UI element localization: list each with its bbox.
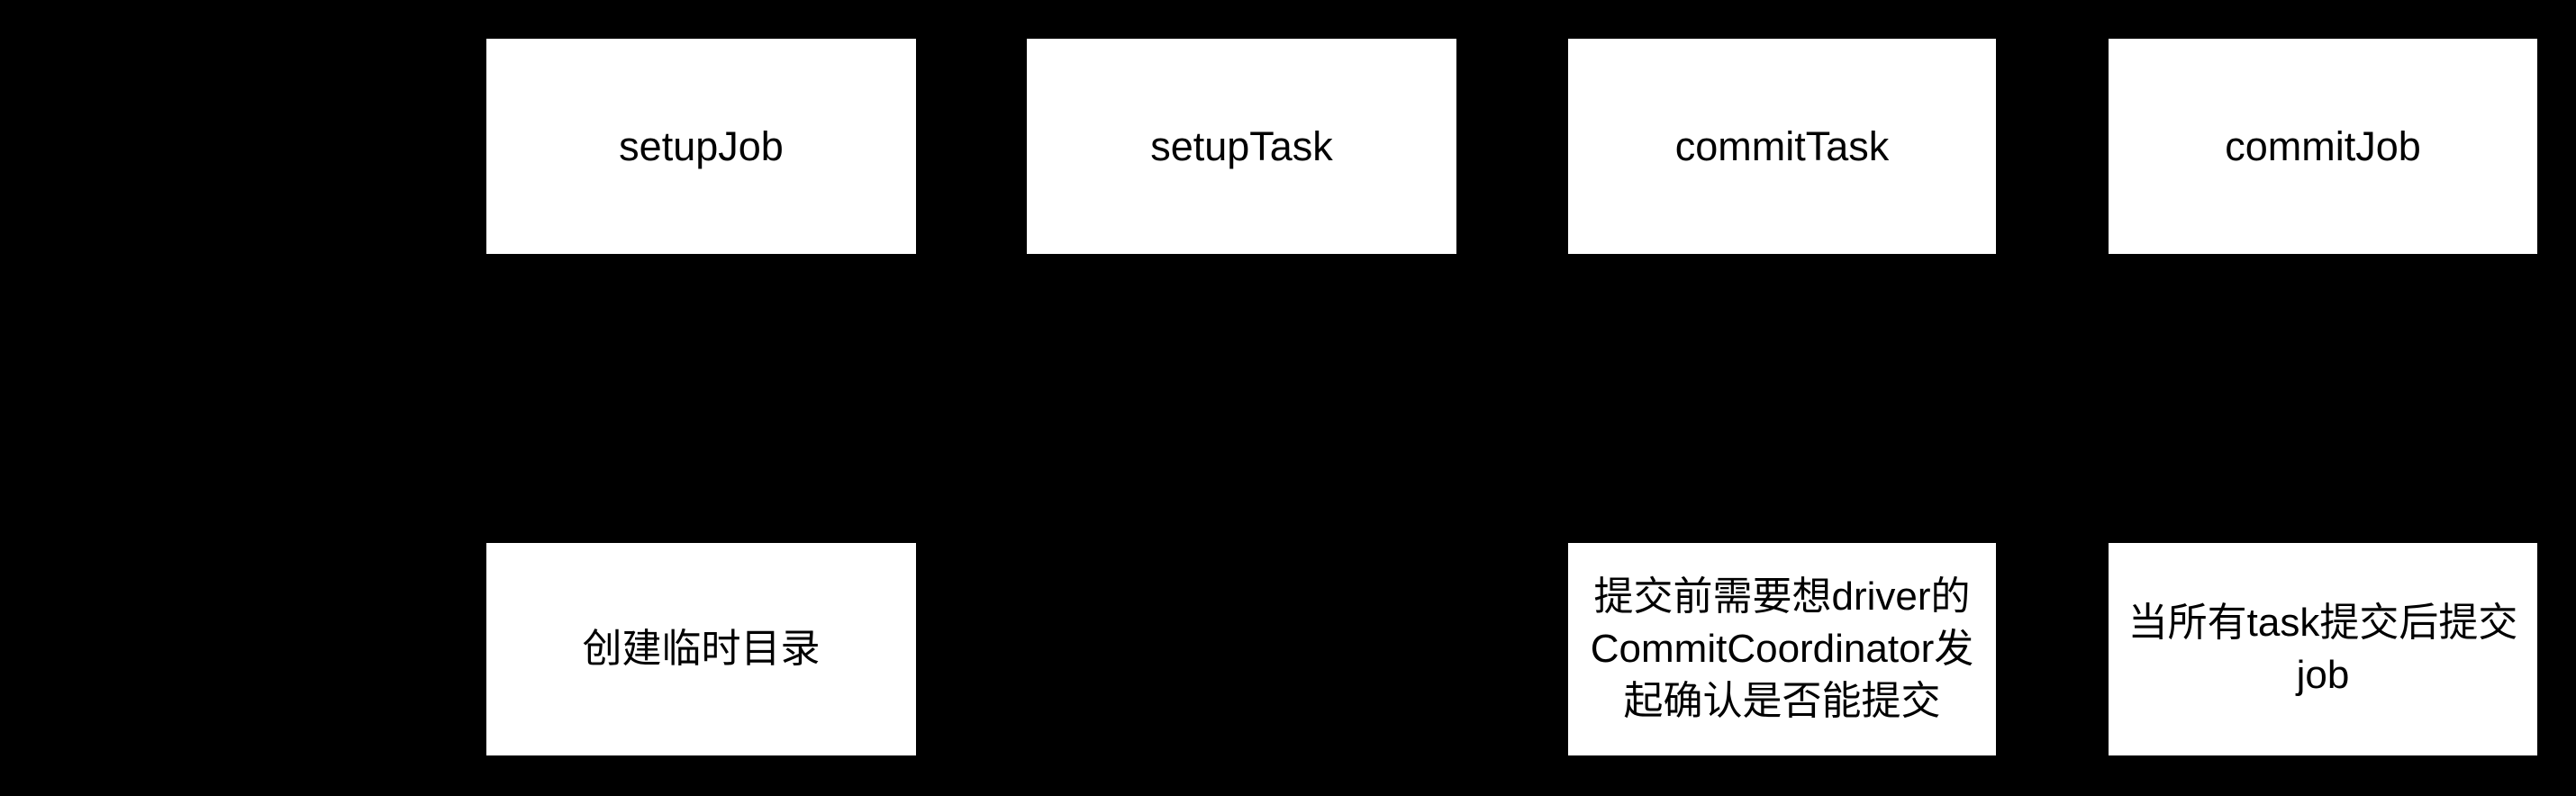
node-commit-job: commitJob: [2109, 39, 2537, 254]
node-setup-job: setupJob: [486, 39, 916, 254]
node-setup-task: setupTask: [1027, 39, 1456, 254]
node-commit-job-note: 当所有task提交后提交 job: [2109, 543, 2537, 755]
node-create-temp-dir: 创建临时目录: [486, 543, 916, 755]
node-commit-task-note: 提交前需要想driver的 CommitCoordinator发 起确认是否能提…: [1568, 543, 1996, 755]
node-commit-task: commitTask: [1568, 39, 1996, 254]
